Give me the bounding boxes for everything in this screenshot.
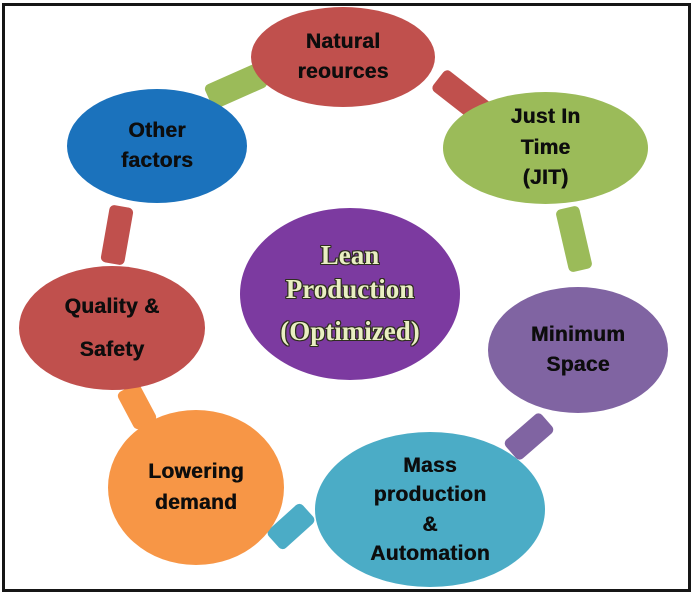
connector-quality-safety-to-other-factors [100, 204, 134, 266]
node-minimum-space: Minimum Space [488, 287, 668, 413]
node-lowering-demand: Lowering demand [108, 410, 284, 565]
node-natural-resources: Natural reources [251, 7, 435, 107]
node-other-factors-label: Other factors [120, 118, 194, 172]
node-mass-production: Mass production & Automation [315, 432, 545, 587]
node-other-factors: Other factors [67, 89, 247, 203]
node-mass-production-label: Mass production & Automation [370, 453, 490, 565]
node-minimum-space-label: Minimum Space [530, 322, 626, 376]
center-title: Lean Production [285, 239, 415, 304]
center-subtitle: (Optimized) [280, 316, 420, 347]
node-just-in-time-label: Just In Time (JIT) [510, 105, 581, 190]
node-natural-resources-label: Natural reources [297, 29, 389, 83]
node-lean-production-center: Lean Production (Optimized) [240, 208, 460, 380]
node-quality-safety: Quality & Safety [19, 266, 205, 390]
node-just-in-time: Just In Time (JIT) [443, 92, 648, 204]
connector-just-in-time-to-minimum-space [555, 205, 593, 273]
node-lowering-demand-label: Lowering demand [148, 460, 244, 514]
node-quality-safety-label: Quality & Safety [64, 294, 160, 361]
